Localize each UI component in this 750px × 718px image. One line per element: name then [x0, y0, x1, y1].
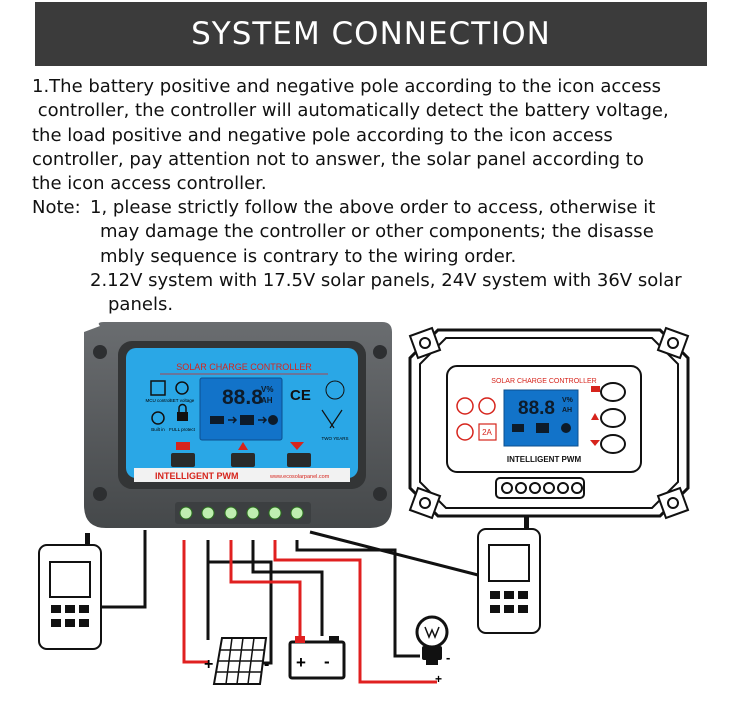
lamp-lcd-icon — [268, 415, 278, 425]
lcd-units: V% — [562, 397, 574, 404]
lcd-display — [503, 389, 579, 447]
mount-hole — [93, 345, 107, 359]
notes-block: Note: 1, please strictly follow the abov… — [32, 196, 732, 317]
mcu-chip-icon — [150, 380, 166, 396]
wire-black — [208, 560, 273, 665]
brand-name: INTELLIGENT PWM — [507, 455, 582, 464]
lcd-value: 88.8 — [518, 398, 555, 419]
solar-lcd-icon — [210, 416, 224, 424]
mount-hole — [93, 487, 107, 501]
solar-button[interactable] — [171, 453, 195, 467]
wire-red — [273, 540, 437, 684]
icon-label: MCU control — [145, 398, 170, 403]
light-bulb-icon — [415, 615, 449, 665]
wires — [102, 530, 479, 684]
lamp-plus-sign: + — [435, 672, 442, 686]
lcd-value: 88.8 — [222, 386, 263, 409]
lamp-minus-sign: - — [446, 650, 450, 665]
load-button[interactable] — [287, 453, 311, 467]
clock-icon — [151, 411, 165, 425]
current-badge — [478, 423, 497, 441]
temperature-icon — [321, 409, 343, 429]
battery-plus-sign: + — [296, 653, 306, 672]
text-line: the load positive and negative pole acco… — [32, 124, 613, 146]
website-url: www.ecosolarpanel.com — [269, 474, 330, 480]
wire-black — [102, 530, 147, 609]
panel-header: SOLAR CHARGE CONTROLLER — [491, 378, 596, 385]
usb-badge-icon — [456, 423, 474, 441]
battery-positive-terminal — [224, 506, 238, 520]
wire-red — [182, 540, 208, 664]
warranty-text: TWO YEARS — [322, 436, 349, 441]
note-2-line: 2.12V system with 17.5V solar panels, 24… — [90, 269, 682, 291]
solar-terminal-icon — [176, 442, 190, 450]
solar-minus-sign: - — [264, 656, 269, 673]
icon-label: SET voltage — [170, 398, 195, 403]
note-1-line: may damage the controller or other compo… — [100, 221, 654, 243]
ce-mark: CE — [290, 387, 311, 404]
text-line: the icon access controller. — [32, 173, 267, 195]
solar-charge-controller: SOLAR CHARGE CONTROLLER MCU control SET … — [84, 322, 392, 528]
lcd-units: AH — [562, 407, 572, 414]
wire-black — [251, 540, 324, 636]
solar-panel-icon — [212, 637, 268, 685]
mount-hole — [373, 345, 387, 359]
battery-negative-terminal — [246, 506, 260, 520]
mount-hole — [373, 487, 387, 501]
panel-header: SOLAR CHARGE CONTROLLER — [176, 362, 312, 372]
battery-icon — [288, 636, 346, 680]
icon-label: Built in — [151, 427, 165, 432]
solar-plus-sign: + — [204, 656, 213, 673]
battery-terminal-icon — [238, 442, 248, 450]
controller-outline-drawing: SOLAR CHARGE CONTROLLER 2A 88.8 V% AH IN… — [408, 326, 690, 520]
load-button[interactable] — [600, 434, 626, 454]
instruction-step1: 1.The battery positive and negative pole… — [32, 75, 732, 196]
note-label: Note: — [32, 197, 81, 218]
mobile-phone-icon — [477, 517, 541, 634]
load-positive-terminal — [268, 506, 282, 520]
battery-lcd-icon — [240, 415, 254, 425]
solar-button[interactable] — [600, 382, 626, 402]
text-line: 1.The battery positive and negative pole… — [32, 76, 662, 97]
lcd-units: AH — [261, 396, 273, 405]
title-banner: SYSTEM CONNECTION — [35, 2, 707, 66]
wire-black — [295, 540, 420, 658]
solar-negative-terminal — [201, 506, 215, 520]
page-title: SYSTEM CONNECTION — [191, 16, 551, 52]
note-2-line: panels. — [108, 294, 174, 316]
wire-red — [229, 540, 302, 636]
battery-button[interactable] — [600, 408, 626, 428]
mobile-phone-icon — [38, 533, 102, 650]
lcd-display — [199, 377, 283, 441]
solar-positive-terminal — [179, 506, 193, 520]
note-1-line: mbly sequence is contrary to the wiring … — [100, 245, 517, 267]
text-line: controller, the controller will automati… — [32, 100, 669, 122]
load-negative-terminal — [290, 506, 304, 520]
brand-strip — [134, 468, 350, 482]
note-1-line: 1, please strictly follow the above orde… — [90, 197, 656, 218]
auto-badge-icon — [478, 397, 496, 415]
lcd-units: V% — [261, 385, 273, 394]
load-terminal-icon — [290, 442, 304, 450]
text-line: controller, pay attention not to answer,… — [32, 148, 644, 170]
icon-label: FULL protect — [169, 427, 196, 432]
brand-name: INTELLIGENT PWM — [155, 471, 239, 481]
protection-badge-icon — [456, 397, 474, 415]
gear-icon — [175, 381, 189, 395]
current-badge-text: 2A — [482, 428, 492, 437]
certification-badge-icon — [325, 380, 345, 400]
lock-icon — [177, 412, 188, 421]
battery-button[interactable] — [231, 453, 255, 467]
wire-black — [309, 530, 479, 577]
battery-minus-sign: - — [324, 652, 330, 671]
